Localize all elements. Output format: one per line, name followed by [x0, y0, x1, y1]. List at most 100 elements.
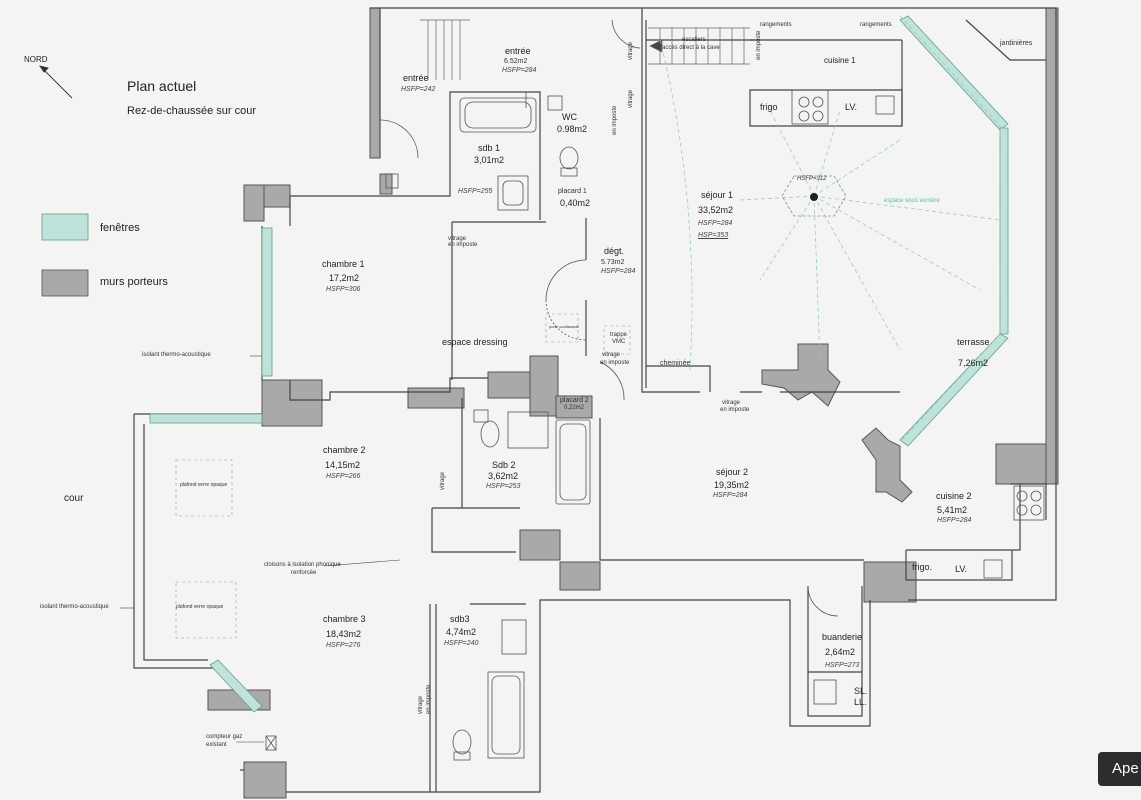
vitrage-label-a: vitrage	[448, 236, 467, 242]
room-chambre1-area: 17,2m2	[329, 273, 360, 283]
legend-wall-swatch	[41, 269, 89, 297]
load-bearing-walls	[207, 7, 1059, 799]
room-sejour1-height: HSFP=284	[698, 220, 733, 227]
room-cuisine2-area: 5,41m2	[937, 505, 968, 515]
room-placard2-name: placard 2	[560, 397, 589, 404]
room-sdb3-name: sdb3	[450, 614, 470, 624]
legend-walls-label: murs porteurs	[100, 276, 168, 288]
fixtures	[265, 89, 1045, 761]
sejour1-center-height: HSFP=312	[797, 176, 827, 182]
porte-coulissante-label: porte coulissante	[549, 324, 580, 329]
room-terrasse-name: terrasse	[957, 337, 990, 347]
room-sejour1-area: 33,52m2	[698, 205, 734, 215]
room-entree2-height: HSFP=284	[502, 67, 537, 74]
escaliers-cave-label: accès direct à la cave	[662, 45, 720, 51]
room-sejour2-area: 19,35m2	[714, 480, 750, 490]
isolant1-label: isolant thermo-acoustique	[142, 352, 211, 358]
room-chambre3-area: 18,43m2	[326, 629, 362, 639]
plan-title: Plan actuel	[127, 78, 197, 94]
room-buanderie-area: 2,64m2	[825, 647, 856, 657]
plan-subtitle: Rez-de-chaussée sur cour	[127, 105, 257, 117]
room-wc-area: 0.98m2	[557, 124, 588, 134]
room-chambre1-height: HSFP=306	[326, 286, 361, 293]
room-cuisine1-name: cuisine 1	[824, 56, 856, 65]
room-entree2-area: 6.52m2	[504, 58, 528, 65]
lv1-label: LV.	[845, 102, 858, 112]
room-sejour2-name: séjour 2	[716, 467, 749, 477]
vitrage-label-d: en imposte	[612, 105, 618, 135]
room-entree2-name: entrée	[505, 46, 531, 56]
room-buanderie-height: HSFP=273	[825, 662, 860, 669]
rangements2-label: rangements	[860, 22, 892, 28]
stairs-entree	[420, 19, 470, 80]
vitrage-label-g: en imposte	[756, 30, 762, 60]
leader-lines	[120, 355, 401, 743]
trappe-label: trappe	[610, 332, 628, 338]
verriere-label: espace sous verrière	[884, 198, 940, 204]
cheminee-label: cheminée	[660, 360, 691, 367]
escaliers-label: escaliers	[682, 37, 706, 43]
cloisons-label-1: cloisons à isolation phonique	[264, 562, 341, 568]
room-sdb2-area: 3,62m2	[488, 471, 519, 481]
compteur-label-2: existant	[206, 742, 227, 748]
skylight-center-dot	[810, 193, 818, 201]
room-degt-height: HSFP=284	[601, 268, 636, 275]
vitrage-label-c: vitrage	[722, 400, 741, 406]
room-terrasse-area: 7,26m2	[958, 358, 989, 368]
room-dressing-name: espace dressing	[442, 337, 508, 347]
room-sejour1-height2: HSP=353	[698, 232, 729, 239]
room-degt-area: 5.73m2	[601, 259, 625, 266]
rangements1-label: rangements	[760, 22, 792, 28]
room-sdb1-height: HSFP=255	[458, 188, 493, 195]
room-sdb1-name: sdb 1	[478, 143, 501, 153]
skylight-center	[781, 175, 847, 217]
room-cuisine2-height: HSFP=284	[937, 517, 972, 524]
room-chambre2-name: chambre 2	[323, 445, 366, 455]
north-label: NORD	[24, 55, 48, 64]
room-sejour1-name: séjour 1	[701, 190, 734, 200]
legend-windows-label: fenêtres	[100, 222, 140, 234]
room-chambre1-name: chambre 1	[322, 259, 365, 269]
vitrage-label-h: vitrage	[440, 471, 446, 490]
north-arrow-icon	[38, 65, 73, 99]
room-sdb2-name: Sdb 2	[492, 460, 516, 470]
vmc-label: VMC	[612, 339, 626, 345]
room-wc-name: WC	[562, 112, 577, 122]
room-placard1-area: 0,40m2	[560, 198, 591, 208]
frigo1-label: frigo	[760, 102, 778, 112]
room-sdb3-area: 4,74m2	[446, 627, 477, 637]
corner-button[interactable]: Ape	[1098, 752, 1141, 786]
plafond1-label: plafond verre opaque	[180, 482, 228, 488]
dashed-areas	[175, 313, 631, 639]
room-buanderie-name: buanderie	[822, 632, 863, 642]
imposte-label-a: en imposte	[448, 242, 478, 248]
imposte-label-b: en imposte	[600, 360, 630, 366]
skylight-projection	[659, 15, 1001, 443]
ll-label: LL.	[854, 697, 867, 707]
isolant2-label: isolant thermo-acoustique	[40, 604, 109, 610]
plafond2-label: plafond verre opaque	[176, 604, 224, 610]
cloisons-label-2: renforcée	[291, 570, 317, 576]
compteur-label-1: compteur gaz	[206, 734, 243, 740]
room-entree1-name: entrée	[403, 73, 429, 83]
room-chambre2-height: HSFP=266	[326, 473, 361, 480]
room-sdb2-height: HSFP=253	[486, 483, 521, 490]
room-degt-name: dégt.	[604, 246, 625, 256]
legend-window-swatch	[41, 213, 89, 241]
sl-label: SL.	[854, 686, 868, 696]
imposte-label-c: en imposte	[720, 407, 750, 413]
room-placard1-name: placard 1	[558, 188, 587, 195]
room-entree1-height: HSFP=242	[401, 86, 436, 93]
room-sdb1-area: 3,01m2	[474, 155, 505, 165]
vitrage-label-e: vitrage	[628, 41, 634, 60]
cour-label: cour	[64, 493, 84, 504]
vitrage-label-b: vitrage	[602, 352, 621, 358]
imposte-label-i: en imposte	[426, 684, 432, 714]
vitrage-label-i: vitrage	[418, 695, 424, 714]
door-swings	[379, 19, 839, 617]
room-chambre3-name: chambre 3	[323, 614, 366, 624]
stairs-cave	[648, 27, 750, 65]
room-chambre2-area: 14,15m2	[325, 460, 361, 470]
room-placard2-area: 0,22m2	[564, 405, 585, 411]
